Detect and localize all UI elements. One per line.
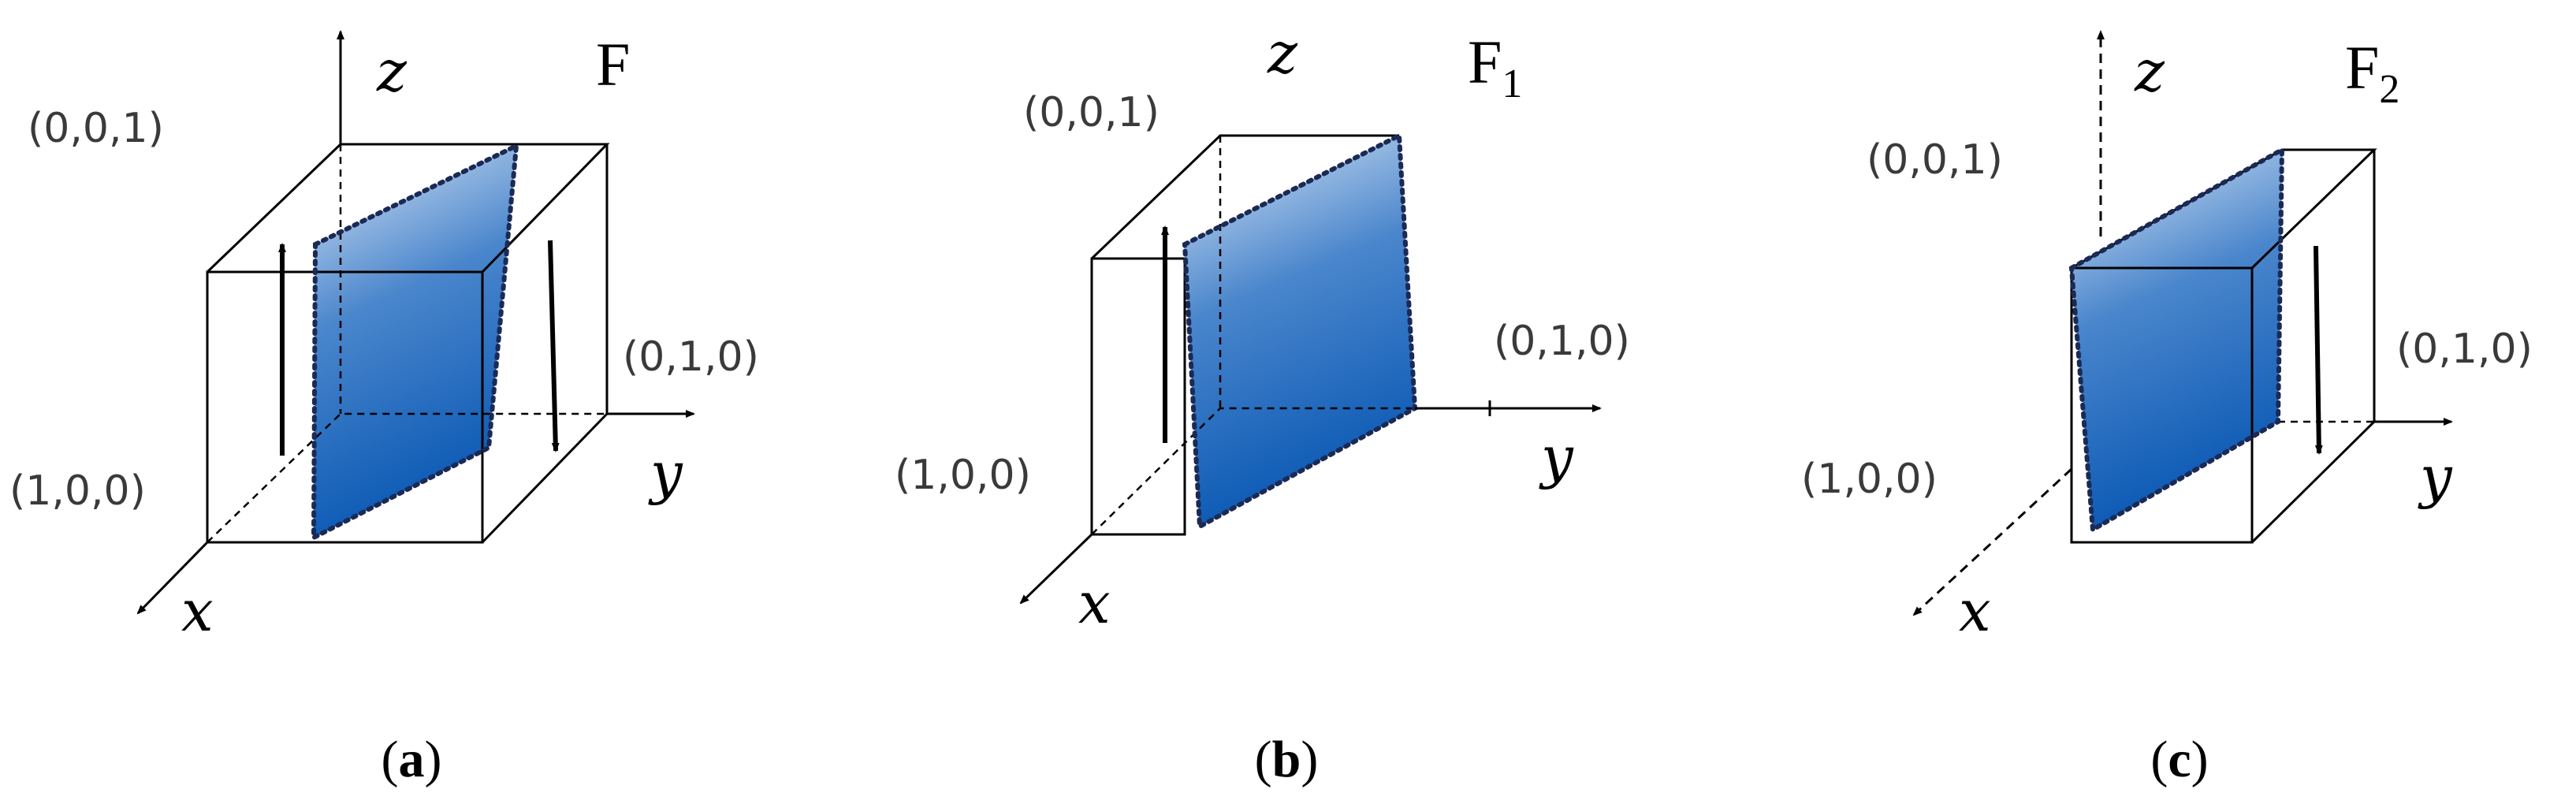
cube-front-face [1090,257,1186,536]
panel-caption: (a) [382,731,442,788]
face-f [314,146,516,538]
point-label-z: (0,0,1) [28,105,164,152]
point-label-x: (1,0,0) [9,467,146,515]
point-label-x: (1,0,0) [1801,456,1938,503]
axis-label-z: z [1267,20,1298,86]
axis-label-y: y [2418,444,2453,510]
x-axis [136,541,209,615]
face-f-outline [311,141,519,542]
point-label-y: (0,1,0) [1494,318,1630,365]
face-label: F [596,30,630,99]
x-axis [1912,467,2073,616]
axis-label-y: y [1539,424,1574,490]
cube-top-edges [1090,134,1399,260]
point-label-z: (0,0,1) [1867,136,2003,184]
panel-a: z y x (0,0,1) (0,1,0) (1,0,0) F (a) [9,30,759,788]
cube-hidden-edges [1091,407,1415,535]
panel-caption: (c) [2150,731,2208,788]
axis-label-y: y [648,440,683,506]
face-label: F2 [2345,33,2399,112]
face-f1 [1185,136,1415,527]
panel-b: z y x (0,0,1) (0,1,0) (1,0,0) F1 (b) [895,20,1630,788]
axis-label-x: x [1078,570,1111,636]
axis-label-x: x [181,578,214,644]
face-f2-outline [2068,145,2285,534]
axis-label-x: x [1959,578,1991,644]
point-label-z: (0,0,1) [1023,89,1160,136]
flow-arrow-down [548,240,560,452]
panel-c: z y x (0,0,1) (0,1,0) (1,0,0) F2 (c) [1801,30,2533,788]
cube-top-edges [206,143,610,274]
point-label-y: (0,1,0) [2396,326,2533,373]
point-label-y: (0,1,0) [623,333,759,381]
face-label: F1 [1468,28,1522,106]
flow-arrow-down [2314,245,2323,455]
panel-caption: (b) [1255,731,1319,788]
axis-label-z: z [376,38,408,104]
face-f2 [2072,150,2282,530]
point-label-x: (1,0,0) [895,452,1031,499]
x-axis [1019,533,1093,605]
axis-label-z: z [2134,38,2165,104]
